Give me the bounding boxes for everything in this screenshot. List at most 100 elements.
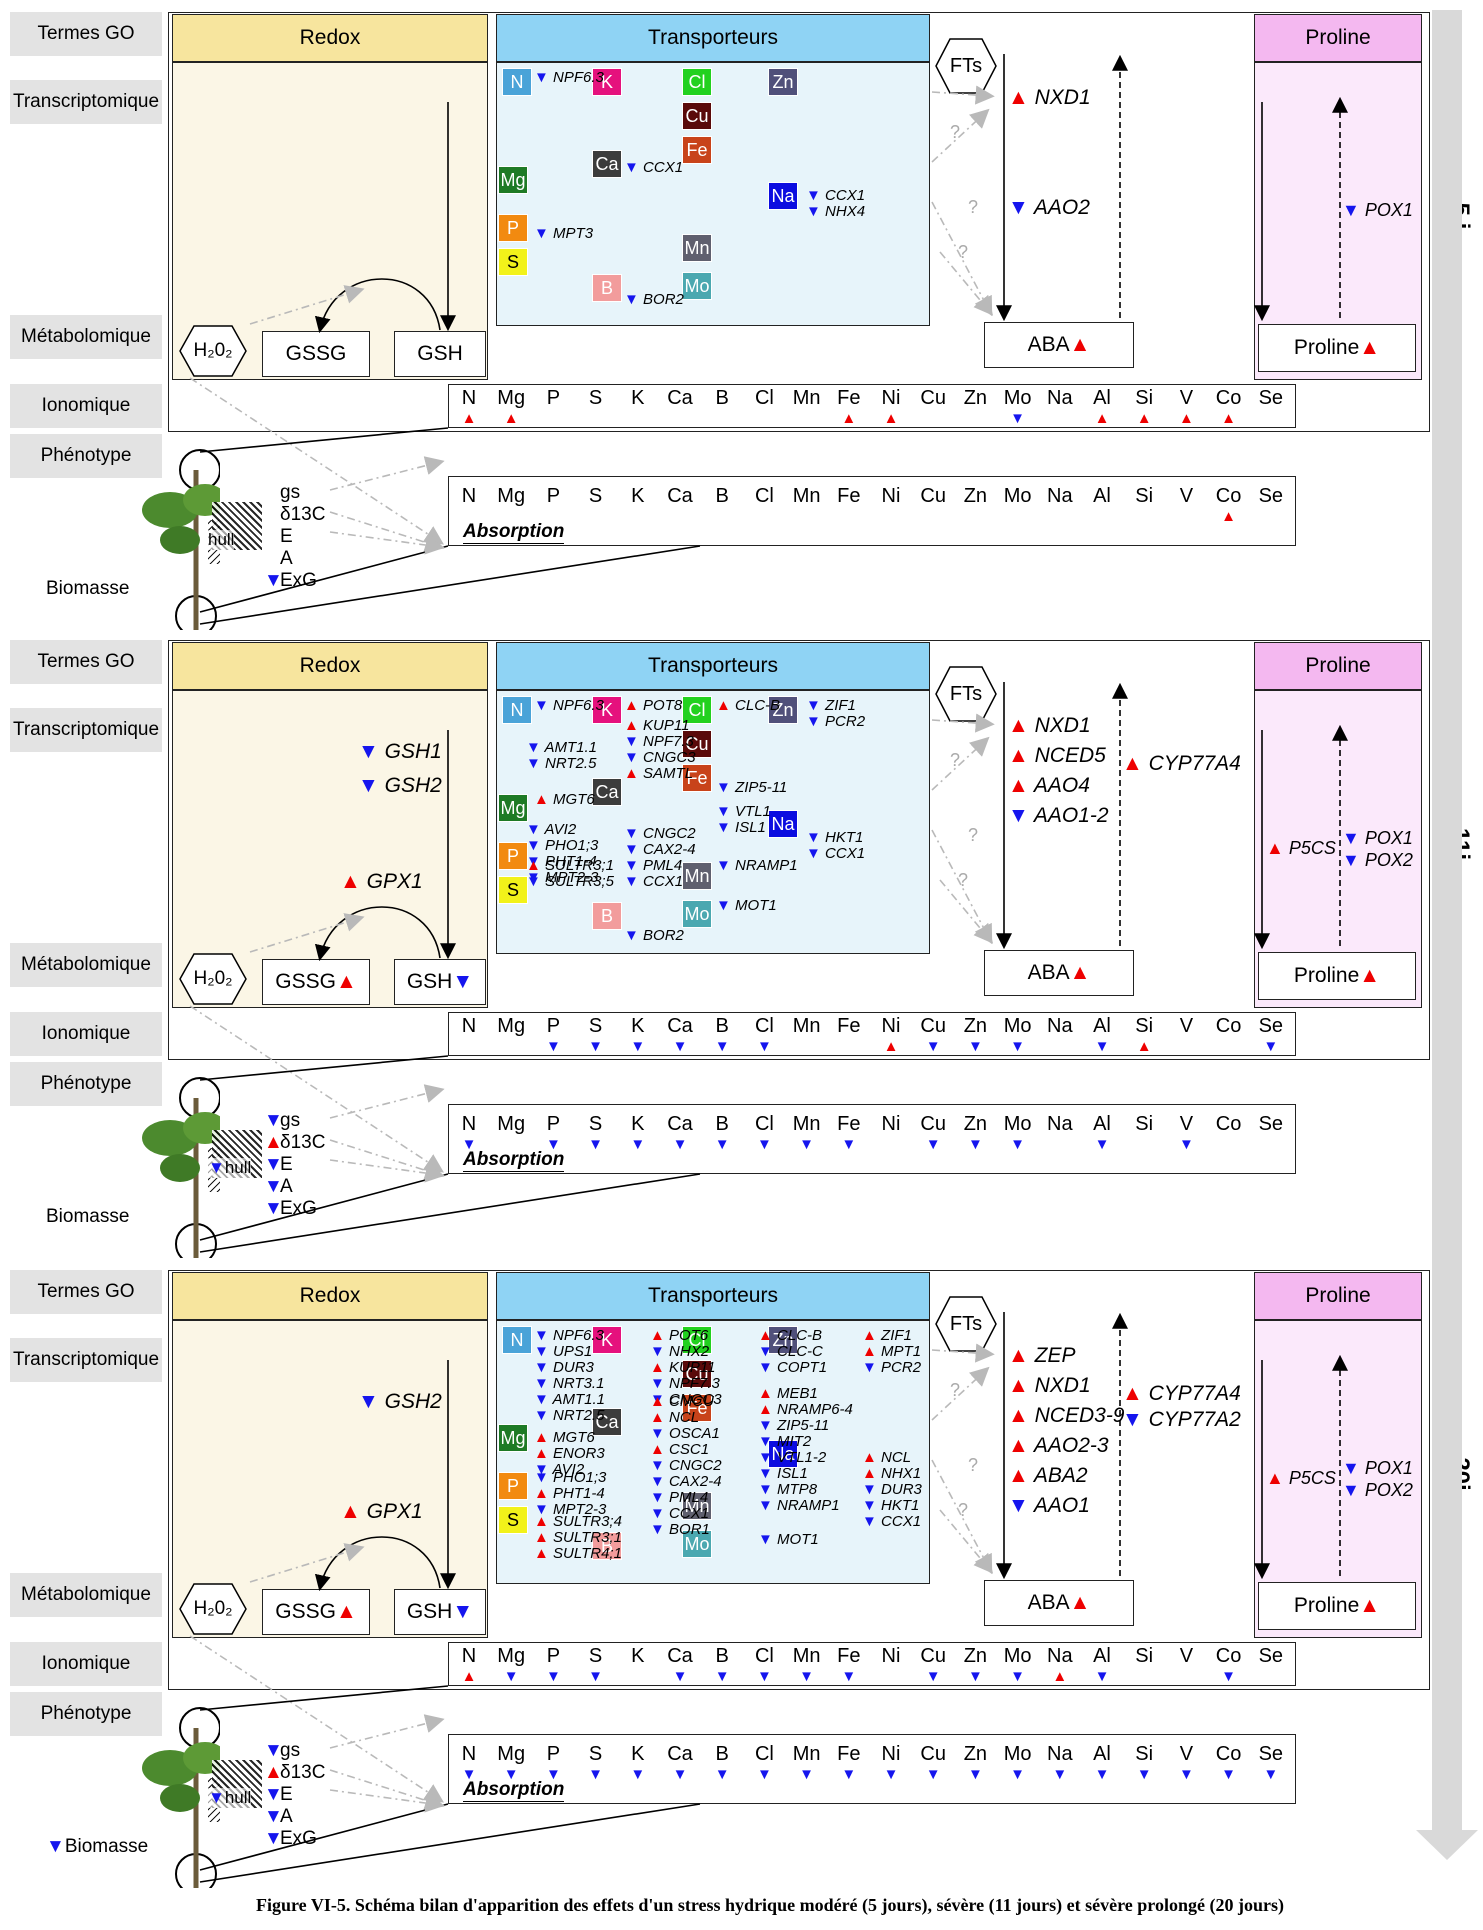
- phenotype-trait-gs: ▼gs: [264, 1110, 300, 1131]
- ionomic-change-icon: ▼: [967, 1668, 983, 1685]
- phenotype-link-arrow: [329, 1714, 445, 1749]
- gene-name: GSH1: [378, 740, 442, 763]
- gene-name: KUP11: [638, 717, 690, 734]
- absorption-element-label: K: [631, 1113, 645, 1135]
- ionomic-change-icon: ▼: [588, 1038, 604, 1055]
- proline-gene-label: ▼ POX1: [1342, 200, 1413, 220]
- phenotype-trait-exg: ▼ExG: [264, 570, 317, 591]
- gene-name: ZIF1: [820, 697, 856, 714]
- absorption-change-icon: ▼: [545, 1766, 561, 1783]
- gsh-status-icon: ▼: [452, 970, 474, 993]
- absorption-element-label: Ca: [667, 485, 693, 507]
- gene-direction-icon: ▲: [1008, 774, 1029, 797]
- ionomic-change-icon: ▼: [925, 1668, 941, 1685]
- gsh-label: GSH: [406, 970, 453, 993]
- row-label-transcriptomic: Transcriptomique: [10, 708, 162, 752]
- biomass-label: Biomasse: [46, 1206, 129, 1227]
- transporter-gene-label: ▼ CCX1: [806, 846, 865, 862]
- gene-direction-icon: ▲: [624, 697, 639, 714]
- ionomic-element-label: Mg: [497, 387, 526, 409]
- transporter-gene-label: ▲ MGT6: [534, 792, 595, 808]
- absorption-element-label: B: [715, 485, 729, 507]
- ionomic-element-label: Mn: [792, 1015, 821, 1037]
- transporter-gene-label: ▲ SULTR3;1: [526, 858, 614, 874]
- aba-gene-label: ▼ AAO1: [1008, 1494, 1090, 1518]
- biomass-text: Biomasse: [46, 1206, 130, 1227]
- ionomic-change-icon: ▼: [1094, 1668, 1110, 1685]
- gene-name: NRAMP1: [772, 1497, 840, 1514]
- gene-direction-icon: ▼: [806, 697, 821, 714]
- gene-direction-icon: ▲: [650, 1441, 665, 1458]
- absorption-change-icon: ▼: [799, 1136, 815, 1153]
- gssg-label: GSSG: [285, 342, 347, 365]
- ionomic-element-label: Na: [1047, 1015, 1073, 1037]
- gene-name: ISL1: [772, 1465, 808, 1482]
- absorption-element-label: Se: [1258, 1113, 1284, 1135]
- transporter-gene-label: ▼ SULTR3;5: [526, 874, 614, 890]
- gene-name: ZEP: [1028, 1344, 1076, 1367]
- absorption-element-label: Cu: [920, 1743, 946, 1765]
- gene-direction-icon: ▼: [650, 1375, 665, 1392]
- element-ca: Ca: [592, 778, 622, 806]
- transporter-gene-label: ▼ AMT1.1: [534, 1392, 605, 1408]
- aba-box: ABA▲: [984, 1580, 1134, 1626]
- absorption-element-label: Cl: [754, 485, 774, 507]
- transporter-gene-label: ▼ CAX2-4: [650, 1474, 722, 1490]
- gene-name: CYP77A4: [1142, 752, 1241, 775]
- transporter-gene-label: ▲ MPT1: [862, 1344, 921, 1360]
- absorption-change-icon: ▼: [1178, 1136, 1194, 1153]
- gene-name: CCX1: [638, 873, 684, 890]
- gene-direction-icon: ▼: [716, 779, 731, 796]
- element-ca: Ca: [592, 150, 622, 178]
- transporter-gene-label: ▼ PHO1;3: [526, 838, 598, 854]
- h2o2-label: H₂0₂: [193, 340, 233, 361]
- ionomic-element-label: K: [631, 1645, 645, 1667]
- absorption-change-icon: ▼: [588, 1766, 604, 1783]
- phenotype-trait-gs: ▼gs: [264, 1740, 300, 1761]
- gene-direction-icon: ▼: [716, 857, 731, 874]
- ionomic-element-label: Si: [1135, 1645, 1154, 1667]
- absorption-element-label: N: [461, 485, 477, 507]
- ionomic-change-icon: ▼: [841, 1668, 857, 1685]
- gene-direction-icon: ▼: [806, 203, 821, 220]
- trait-change-icon: ▼: [264, 1740, 283, 1761]
- gene-name: NXD1: [1028, 86, 1091, 109]
- element-na: Na: [768, 810, 798, 838]
- element-mo: Mo: [682, 1530, 712, 1558]
- h2o2-label: H₂0₂: [193, 1598, 233, 1619]
- gene-direction-icon: ▼: [758, 1417, 773, 1434]
- ionomic-change-icon: ▼: [714, 1038, 730, 1055]
- ionomic-change-icon: ▼: [1010, 410, 1026, 427]
- absorption-change-icon: ▼: [461, 1766, 477, 1783]
- absorption-element-label: V: [1179, 1743, 1194, 1765]
- transporter-gene-label: ▼ PHO1;3: [534, 1470, 606, 1486]
- gene-direction-icon: ▲: [1008, 86, 1029, 109]
- row-label-go: Termes GO: [10, 12, 162, 56]
- gene-name: NPF6.3: [548, 69, 604, 86]
- element-s: S: [498, 876, 528, 904]
- absorption-element-label: S: [588, 485, 603, 507]
- proline-label: Proline: [1293, 964, 1360, 987]
- transporter-gene-label: ▼ NRT3.1: [534, 1376, 604, 1392]
- gene-name: NRT2.5: [548, 1407, 605, 1424]
- biomass-label: Biomasse: [46, 578, 129, 599]
- gene-name: GPX1: [360, 870, 423, 893]
- question-mark-icon: ?: [950, 122, 961, 142]
- proline-label: Proline: [1293, 336, 1360, 359]
- absorption-change-icon: ▼: [1136, 1766, 1152, 1783]
- absorption-element-label: Se: [1258, 1743, 1284, 1765]
- transporter-gene-label: ▼ CCX1: [650, 1506, 709, 1522]
- absorption-element-label: B: [715, 1113, 729, 1135]
- ionomic-element-label: Mg: [497, 1645, 526, 1667]
- absorption-element-label: Na: [1047, 1113, 1073, 1135]
- ionomic-change-icon: ▼: [503, 1668, 519, 1685]
- ionomic-element-label: Na: [1047, 387, 1073, 409]
- absorption-change-icon: ▼: [925, 1136, 941, 1153]
- phenotype-trait-exg: ▼ExG: [264, 1198, 317, 1219]
- fts-hexagon: FTs: [934, 665, 998, 723]
- gene-name: AAO4: [1028, 774, 1090, 797]
- gene-direction-icon: ▼: [358, 774, 379, 797]
- gene-direction-icon: ▼: [1342, 200, 1360, 220]
- absorption-element-label: Mg: [497, 1743, 526, 1765]
- trait-label: gs: [280, 482, 301, 503]
